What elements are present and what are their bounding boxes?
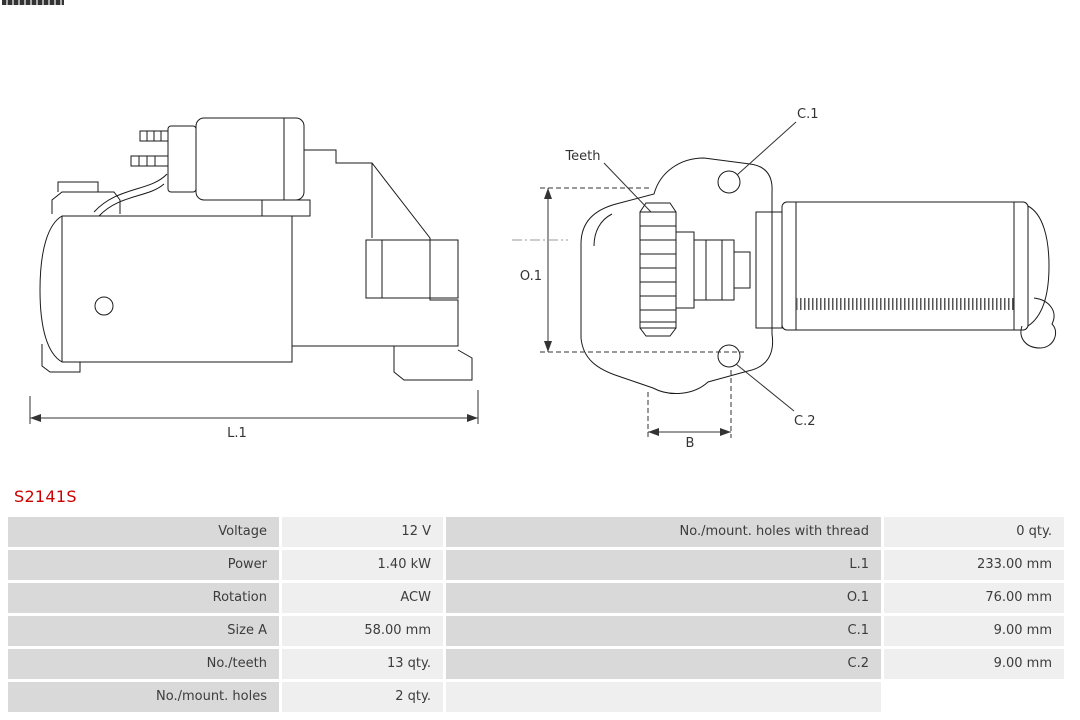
- table-row: Size A 58.00 mm C.1 9.00 mm: [8, 616, 1064, 646]
- solenoid-body: [195, 117, 305, 201]
- motor-housing: [781, 201, 1056, 349]
- motor-body: [39, 215, 293, 363]
- table-row: No./mount. holes 2 qty.: [8, 682, 1064, 712]
- mounting-flange: [580, 157, 774, 394]
- dimension-b: [647, 370, 732, 438]
- spec-label: O.1: [446, 583, 881, 613]
- spec-value: 0 qty.: [884, 517, 1064, 547]
- solenoid-cap: [167, 125, 197, 193]
- side-view-drawing: [29, 117, 479, 424]
- end-view-drawing: [512, 121, 1056, 438]
- spec-value: 1.40 kW: [282, 550, 443, 580]
- spec-value: 233.00 mm: [884, 550, 1064, 580]
- spec-label: L.1: [446, 550, 881, 580]
- mount-hole-c2: [717, 344, 741, 368]
- table-row: No./teeth 13 qty. C.2 9.00 mm: [8, 649, 1064, 679]
- mount-hole-c1: [717, 170, 741, 194]
- spec-value: 9.00 mm: [884, 616, 1064, 646]
- spec-label: C.2: [446, 649, 881, 679]
- spec-value: 12 V: [282, 517, 443, 547]
- leader-lines: [603, 121, 797, 412]
- dimension-c1-label: C.1: [797, 107, 818, 122]
- dimension-o1: [512, 187, 744, 353]
- dimension-b-label: B: [686, 436, 695, 451]
- spec-value: ACW: [282, 583, 443, 613]
- table-row: Rotation ACW O.1 76.00 mm: [8, 583, 1064, 613]
- spec-label: Size A: [8, 616, 279, 646]
- spec-label: C.1: [446, 616, 881, 646]
- spec-table: Voltage 12 V No./mount. holes with threa…: [8, 517, 1064, 715]
- body-hole: [94, 296, 114, 316]
- top-left-artifact: [2, 0, 64, 5]
- spec-value: 9.00 mm: [884, 649, 1064, 679]
- spec-value: 13 qty.: [282, 649, 443, 679]
- spec-label: Voltage: [8, 517, 279, 547]
- spec-value: 58.00 mm: [282, 616, 443, 646]
- cable-line: [93, 173, 168, 213]
- spec-label: No./teeth: [8, 649, 279, 679]
- spec-label: No./mount. holes: [8, 682, 279, 712]
- technical-drawings: L.1: [29, 107, 1056, 451]
- spec-label: Power: [8, 550, 279, 580]
- spec-label: Rotation: [8, 583, 279, 613]
- teeth-label: Teeth: [564, 149, 600, 164]
- dimension-l1-label: L.1: [227, 426, 247, 441]
- pinion-gear: [639, 202, 677, 337]
- table-row: Voltage 12 V No./mount. holes with threa…: [8, 517, 1064, 547]
- dimension-o1-label: O.1: [520, 269, 542, 284]
- spec-label-empty: [446, 682, 881, 712]
- drive-end-housing: [292, 149, 473, 381]
- spec-value: 76.00 mm: [884, 583, 1064, 613]
- dimension-l1: [29, 390, 479, 424]
- part-number[interactable]: S2141S: [14, 487, 77, 506]
- spec-value-empty: [884, 682, 1064, 712]
- dimension-c2-label: C.2: [794, 414, 815, 429]
- spec-value: 2 qty.: [282, 682, 443, 712]
- terminal-studs: [130, 130, 169, 167]
- table-row: Power 1.40 kW L.1 233.00 mm: [8, 550, 1064, 580]
- spec-label: No./mount. holes with thread: [446, 517, 881, 547]
